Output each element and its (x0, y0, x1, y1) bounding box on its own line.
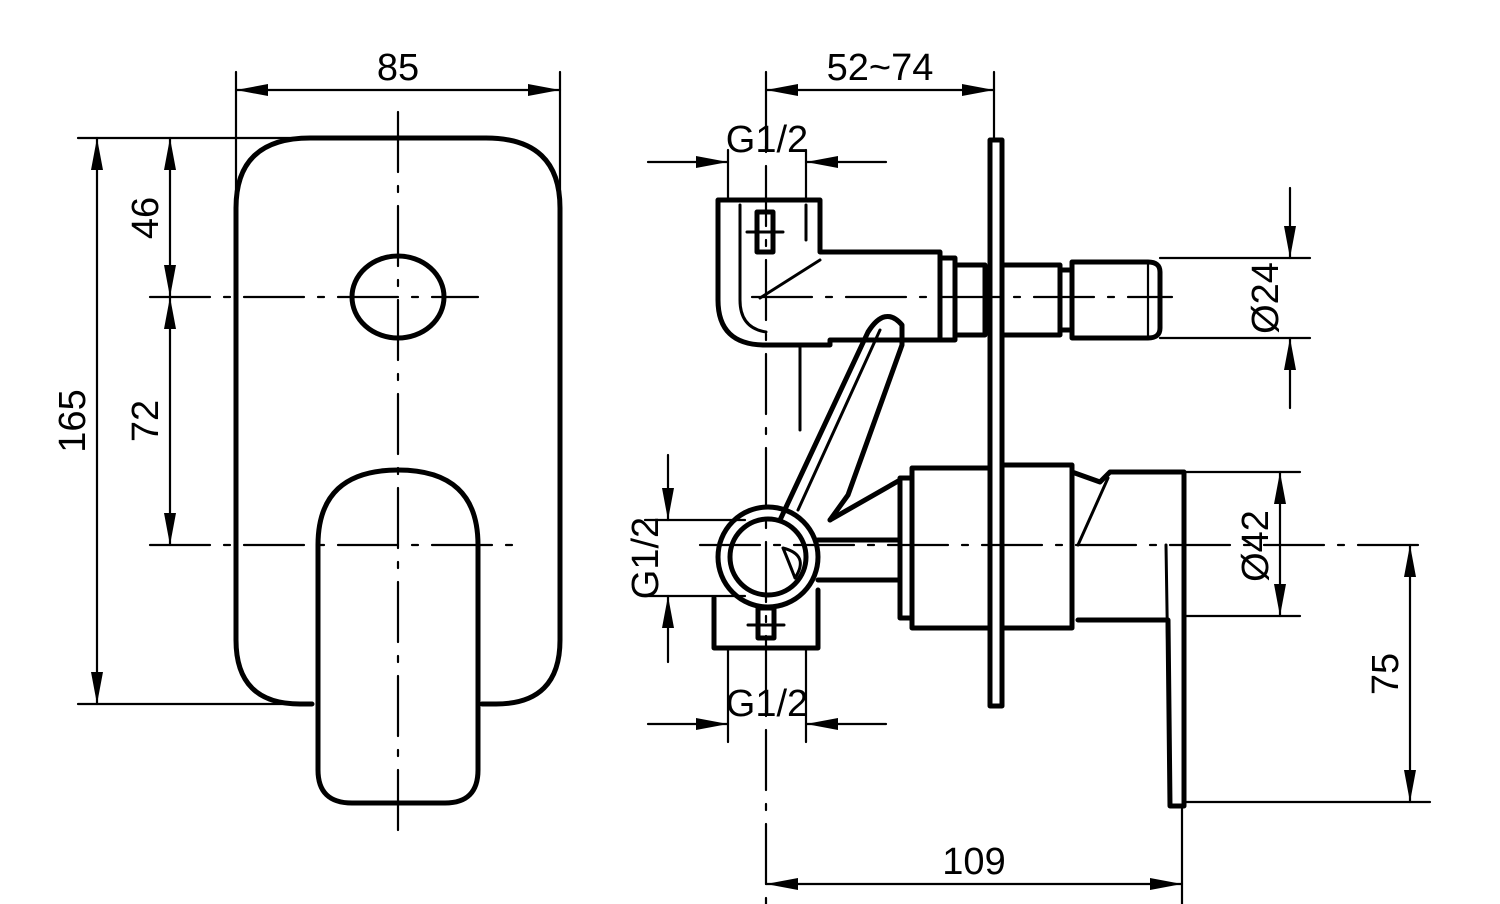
dimension-upper-offset: 46 (125, 136, 176, 299)
width-label: 85 (377, 47, 419, 89)
top-thread-label: G1/2 (726, 119, 808, 161)
cartridge-diameter-label: Ø42 (1235, 510, 1277, 582)
dimension-width: 85 (234, 47, 562, 96)
dimension-left-thread: G1/2 (625, 453, 674, 664)
dimension-cartridge-diameter: Ø42 (1235, 470, 1286, 618)
dimension-height: 165 (52, 136, 103, 706)
side-view: 52~74 G1/2 G1/2 G1/2 (625, 47, 1432, 904)
diverter-diameter-label: Ø24 (1245, 262, 1287, 334)
left-thread-label: G1/2 (625, 517, 667, 599)
upper-elbow-body (715, 197, 943, 348)
center-spacing-label: 72 (125, 400, 167, 442)
dimension-depth-range: 52~74 (764, 47, 996, 96)
dimension-center-spacing: 72 (125, 295, 176, 547)
bottom-thread-label: G1/2 (726, 683, 808, 725)
lever-handle (315, 467, 481, 806)
dimension-diverter-diameter: Ø24 (1245, 186, 1296, 410)
lower-inlet-ring-inner (727, 516, 809, 598)
dimension-total-depth: 109 (764, 841, 1184, 890)
diverter-knob-side (1069, 259, 1163, 341)
dimension-lever-height: 75 (1365, 543, 1416, 804)
cartridge-neck (815, 477, 903, 583)
diverter-spindle (999, 262, 1075, 338)
height-label: 165 (52, 389, 94, 452)
connecting-pipe (777, 314, 905, 523)
upper-elbow-inner (738, 203, 822, 334)
cartridge-housing (897, 465, 993, 631)
front-view: 85 165 46 72 (52, 47, 563, 834)
lever-height-label: 75 (1365, 653, 1407, 695)
diverter-nut (937, 255, 988, 343)
total-depth-label: 109 (942, 841, 1005, 883)
dimension-top-thread: G1/2 (646, 119, 888, 168)
lower-inlet-ring-outer (715, 504, 821, 610)
dimension-bottom-thread: G1/2 (646, 683, 888, 730)
depth-range-label: 52~74 (827, 47, 934, 89)
upper-offset-label: 46 (125, 197, 167, 239)
cartridge-body (999, 462, 1075, 631)
